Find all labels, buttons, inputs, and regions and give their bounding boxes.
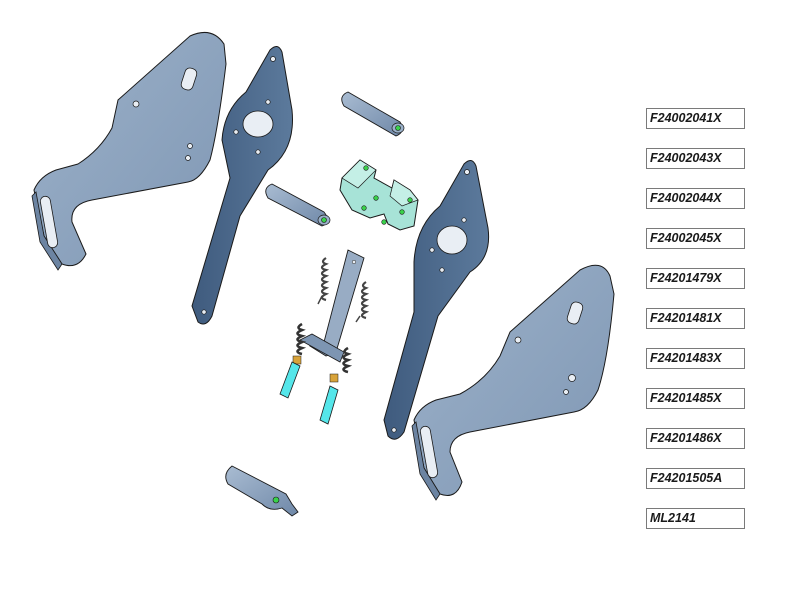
part-number-label: F24201481X <box>646 308 745 329</box>
part-number-label: F24002043X <box>646 148 745 169</box>
pin-right <box>319 385 339 425</box>
part-number-label: F24201479X <box>646 268 745 289</box>
spring-lower-right <box>329 346 353 383</box>
upper-spacer-tube <box>341 91 405 137</box>
part-number-label: F24002044X <box>646 188 745 209</box>
part-number-label: F24002045X <box>646 228 745 249</box>
right-arm-plate <box>383 160 490 440</box>
spring-upper-left <box>317 257 330 305</box>
right-side-plate <box>411 264 615 501</box>
small-hinge-bracket <box>225 465 299 517</box>
pivot-lever <box>299 249 365 363</box>
spring-upper-right <box>355 281 370 323</box>
spring-lower-left <box>292 322 307 365</box>
part-number-label: F24201483X <box>646 348 745 369</box>
part-number-label: F24201505A <box>646 468 745 489</box>
part-number-label: F24201486X <box>646 428 745 449</box>
left-arm-plate <box>191 46 293 325</box>
left-side-plate <box>31 31 227 271</box>
mounting-bracket-block <box>339 159 419 231</box>
part-number-label: F24201485X <box>646 388 745 409</box>
pin-left <box>279 361 301 399</box>
part-number-label: F24002041X <box>646 108 745 129</box>
part-number-label: ML2141 <box>646 508 745 529</box>
lower-spacer-tube <box>265 183 331 227</box>
